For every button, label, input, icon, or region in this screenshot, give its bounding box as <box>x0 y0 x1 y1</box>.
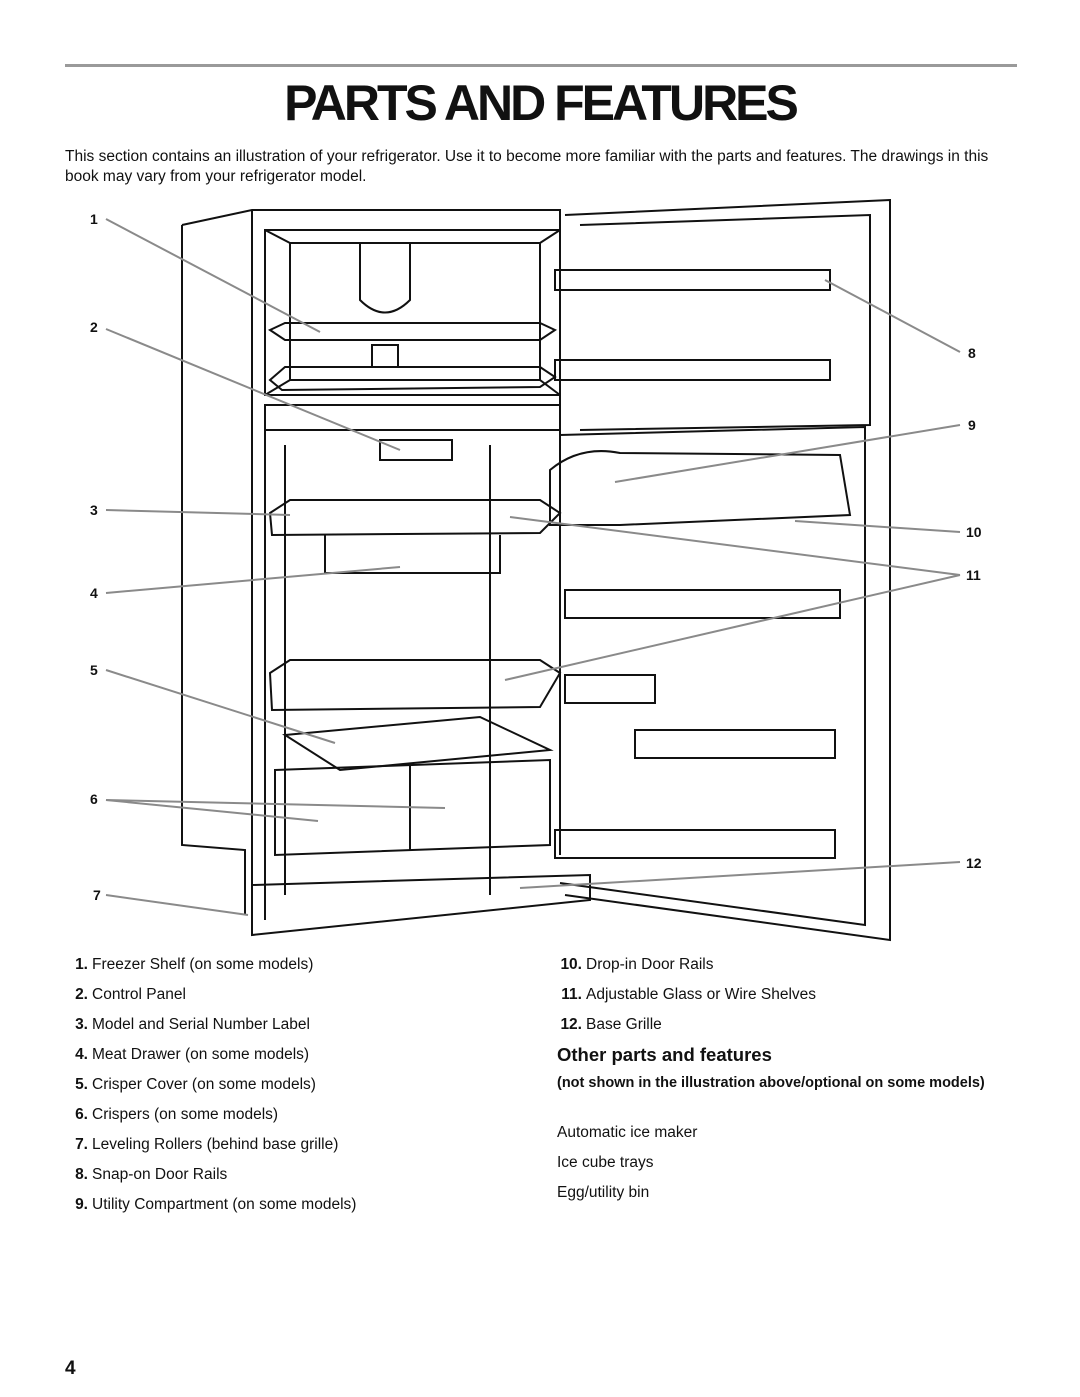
callout-8: 8 <box>968 345 976 361</box>
list-item: 2.Control Panel <box>75 986 186 1003</box>
callout-6: 6 <box>90 791 98 807</box>
parts-list-right: 10.Drop-in Door Rails 11.Adjustable Glas… <box>554 955 816 1045</box>
callout-9: 9 <box>968 417 976 433</box>
list-item: 3.Model and Serial Number Label <box>75 1016 310 1033</box>
list-item: 12.Base Grille <box>560 1016 662 1033</box>
callout-4: 4 <box>90 585 98 601</box>
list-item: 7.Leveling Rollers (behind base grille) <box>75 1136 339 1153</box>
callout-5: 5 <box>90 662 98 678</box>
other-parts-list: Automatic ice maker Ice cube trays Egg/u… <box>557 1123 697 1213</box>
callout-3: 3 <box>90 502 98 518</box>
list-item: Egg/utility bin <box>557 1184 650 1201</box>
other-parts-note: (not shown in the illustration above/opt… <box>557 1075 985 1091</box>
list-item: 6.Crispers (on some models) <box>75 1106 279 1123</box>
list-item: 4.Meat Drawer (on some models) <box>75 1046 310 1063</box>
callout-2: 2 <box>90 319 98 335</box>
refrigerator-drawing <box>105 198 961 942</box>
header-rule <box>65 64 1017 67</box>
callout-12: 12 <box>966 855 982 871</box>
list-item: Ice cube trays <box>557 1154 654 1171</box>
list-item: 9.Utility Compartment (on some models) <box>75 1196 357 1213</box>
list-item: 11.Adjustable Glass or Wire Shelves <box>561 986 817 1003</box>
callout-7: 7 <box>93 887 101 903</box>
refrigerator-illustration: 1 2 3 4 5 6 7 8 9 10 11 12 <box>60 195 1020 945</box>
list-item: 10.Drop-in Door Rails <box>560 956 714 973</box>
list-item: 8.Snap-on Door Rails <box>75 1166 228 1183</box>
page-title: PARTS AND FEATURES <box>284 75 799 131</box>
list-item: Automatic ice maker <box>557 1124 698 1141</box>
intro-paragraph: This section contains an illustration of… <box>65 148 989 185</box>
page-number: 4 <box>65 1358 76 1379</box>
list-item: 5.Crisper Cover (on some models) <box>75 1076 316 1093</box>
callout-1: 1 <box>90 211 98 227</box>
callout-10: 10 <box>966 524 982 540</box>
list-item: 1.Freezer Shelf (on some models) <box>75 956 314 973</box>
other-parts-heading: Other parts and features <box>557 1044 772 1065</box>
parts-list-left: 1.Freezer Shelf (on some models) 2.Contr… <box>68 955 356 1225</box>
callout-11: 11 <box>966 567 981 583</box>
